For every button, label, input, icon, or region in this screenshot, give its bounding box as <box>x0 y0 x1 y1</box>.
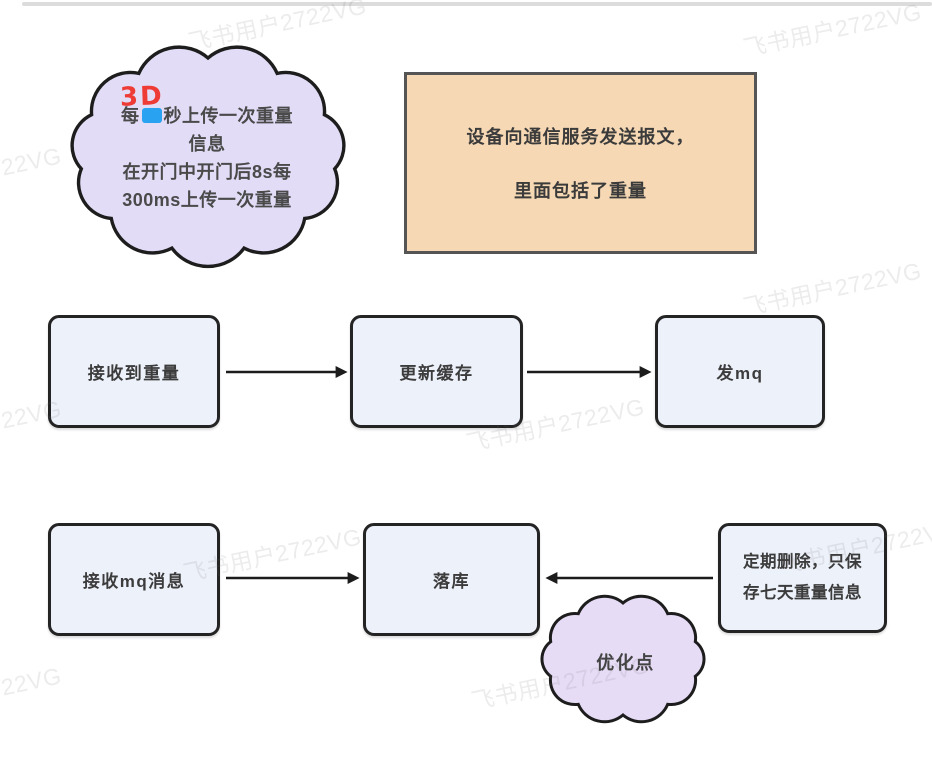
node-periodic-cleanup: 定期删除，只保 存七天重量信息 <box>718 523 887 633</box>
optimization-cloud-label: 优化点 <box>596 653 655 673</box>
node-label: 落库 <box>433 572 470 591</box>
node-update-cache: 更新缓存 <box>350 315 523 428</box>
handwritten-3d-annotation: 3D <box>119 81 165 113</box>
cleanup-line-2: 存七天重量信息 <box>743 584 862 602</box>
cleanup-line-1: 定期删除，只保 <box>743 553 862 571</box>
frequency-line-1: 每 秒上传一次重量 <box>92 102 322 130</box>
node-label: 发mq <box>716 364 764 383</box>
message-note-line-1: 设备向通信服务发送报文， <box>466 127 695 147</box>
node-label: 接收mq消息 <box>82 572 186 591</box>
frequency-line-3: 在开门中开门后8s每 <box>122 162 292 182</box>
frequency-line1-before: 每 <box>121 106 140 126</box>
frequency-cloud-text: 每 秒上传一次重量 信息 在开门中开门后8s每 300ms上传一次重量 <box>92 102 322 214</box>
node-label: 更新缓存 <box>399 364 474 383</box>
top-divider-line <box>22 2 932 6</box>
node-label: 接收到重量 <box>87 364 181 383</box>
node-receive-mq-message: 接收mq消息 <box>48 523 220 636</box>
frequency-cloud-shape <box>70 45 346 269</box>
optimization-cloud-shape <box>540 594 706 724</box>
frequency-line-2: 信息 <box>188 134 226 154</box>
frequency-line1-after: 秒上传一次重量 <box>163 106 293 126</box>
node-send-mq: 发mq <box>655 315 825 428</box>
frequency-line-4: 300ms上传一次重量 <box>122 190 292 210</box>
cleanup-note-text: 定期删除，只保 存七天重量信息 <box>743 547 862 609</box>
message-note-line-2: 里面包括了重量 <box>514 181 647 201</box>
message-note-box: 设备向通信服务发送报文， 里面包括了重量 <box>404 72 757 254</box>
redaction-blue-square <box>141 108 162 123</box>
node-store-db: 落库 <box>363 523 540 636</box>
node-receive-weight: 接收到重量 <box>48 315 220 428</box>
